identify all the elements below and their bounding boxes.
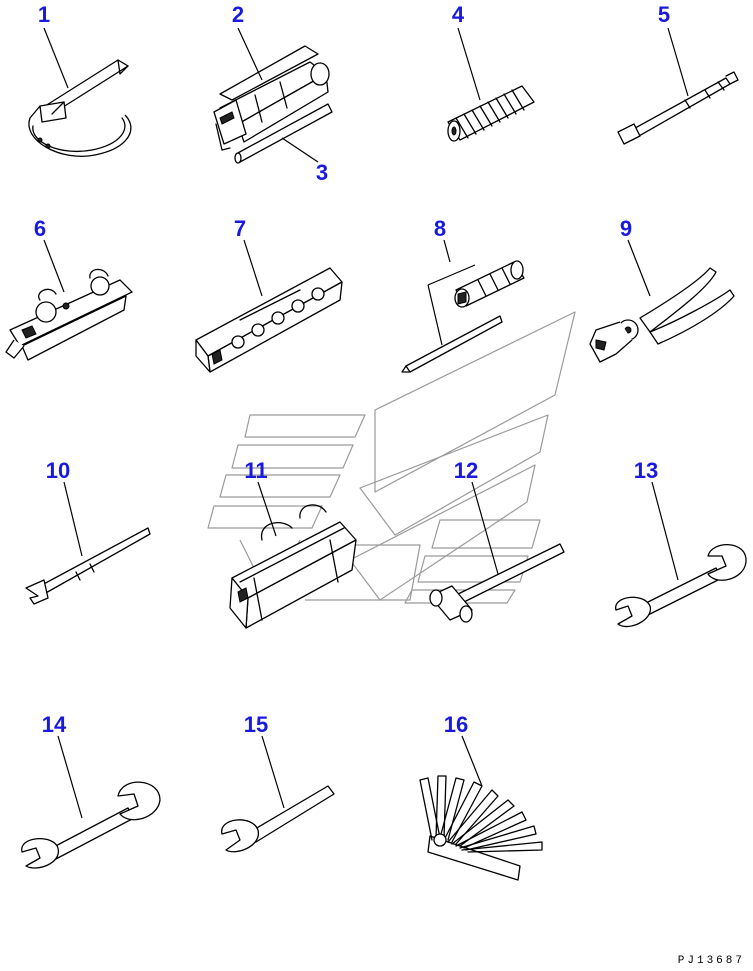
strap-wrench-drawing <box>28 59 132 157</box>
wrench-13-drawing <box>615 544 747 628</box>
callout-3: 3 <box>315 160 329 185</box>
callout-15: 15 <box>243 712 269 737</box>
drawing-code: PJ13687 <box>677 955 745 967</box>
tool-bag-drawing <box>229 504 357 629</box>
nozzle-pipe-drawing <box>234 103 333 164</box>
callout-14: 14 <box>41 712 67 737</box>
callout-9: 9 <box>619 216 633 241</box>
extension-bar-drawing <box>617 71 739 145</box>
wrench-14-drawing <box>21 781 161 869</box>
callout-4: 4 <box>451 2 465 27</box>
callout-11: 11 <box>244 458 268 483</box>
wrench-15-drawing <box>221 785 335 853</box>
callout-13: 13 <box>633 458 659 483</box>
callout-1: 1 <box>37 2 51 27</box>
pliers-drawing <box>589 267 735 363</box>
callout-7: 7 <box>233 216 247 241</box>
hammer-drawing <box>429 543 565 623</box>
socket-set-drawing <box>195 267 343 373</box>
callout-6: 6 <box>33 216 47 241</box>
callout-5: 5 <box>657 2 671 27</box>
pry-bar-drawing <box>25 527 151 605</box>
wrench-set-drawing <box>5 268 133 361</box>
screwdriver-drawing <box>401 260 525 373</box>
callout-12: 12 <box>453 458 479 483</box>
coil-spring-drawing <box>447 85 535 142</box>
callout-2: 2 <box>231 2 245 27</box>
grease-gun-drawing <box>213 45 330 151</box>
callout-8: 8 <box>433 216 447 241</box>
feeler-gauge-drawing <box>419 775 543 881</box>
callout-16: 16 <box>443 712 469 737</box>
callout-10: 10 <box>45 458 71 483</box>
leader-lines <box>43 27 689 819</box>
